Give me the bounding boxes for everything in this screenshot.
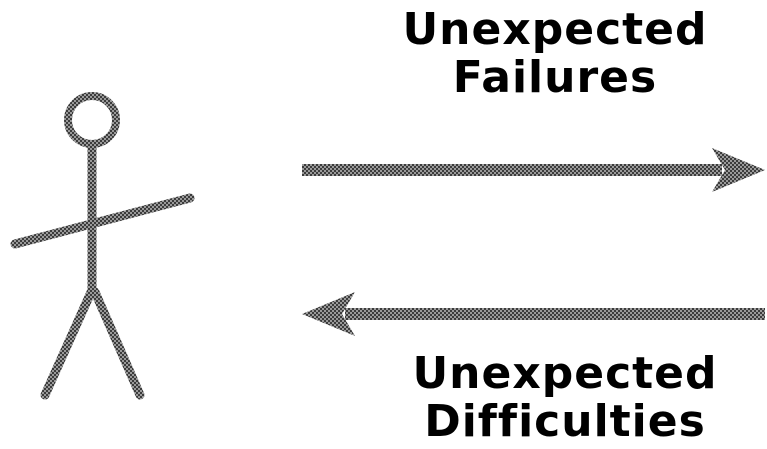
stick-figure-left-leg	[40, 285, 97, 400]
arrow-right-icon	[302, 148, 765, 192]
bottom-label-line2: Difficulties	[424, 396, 706, 447]
arrow-left-icon	[302, 292, 765, 336]
top-label-line2: Failures	[452, 52, 658, 103]
top-arrow-label: Unexpected Failures	[400, 6, 710, 102]
bottom-arrow-label: Unexpected Difficulties	[400, 350, 730, 446]
stick-figure-right-leg	[90, 287, 145, 400]
top-label-line1: Unexpected	[402, 4, 708, 55]
stick-figure-head	[64, 92, 120, 148]
bottom-label-line1: Unexpected	[412, 348, 718, 399]
stick-figure-arms	[10, 193, 195, 249]
stick-figure-icon	[10, 92, 195, 400]
